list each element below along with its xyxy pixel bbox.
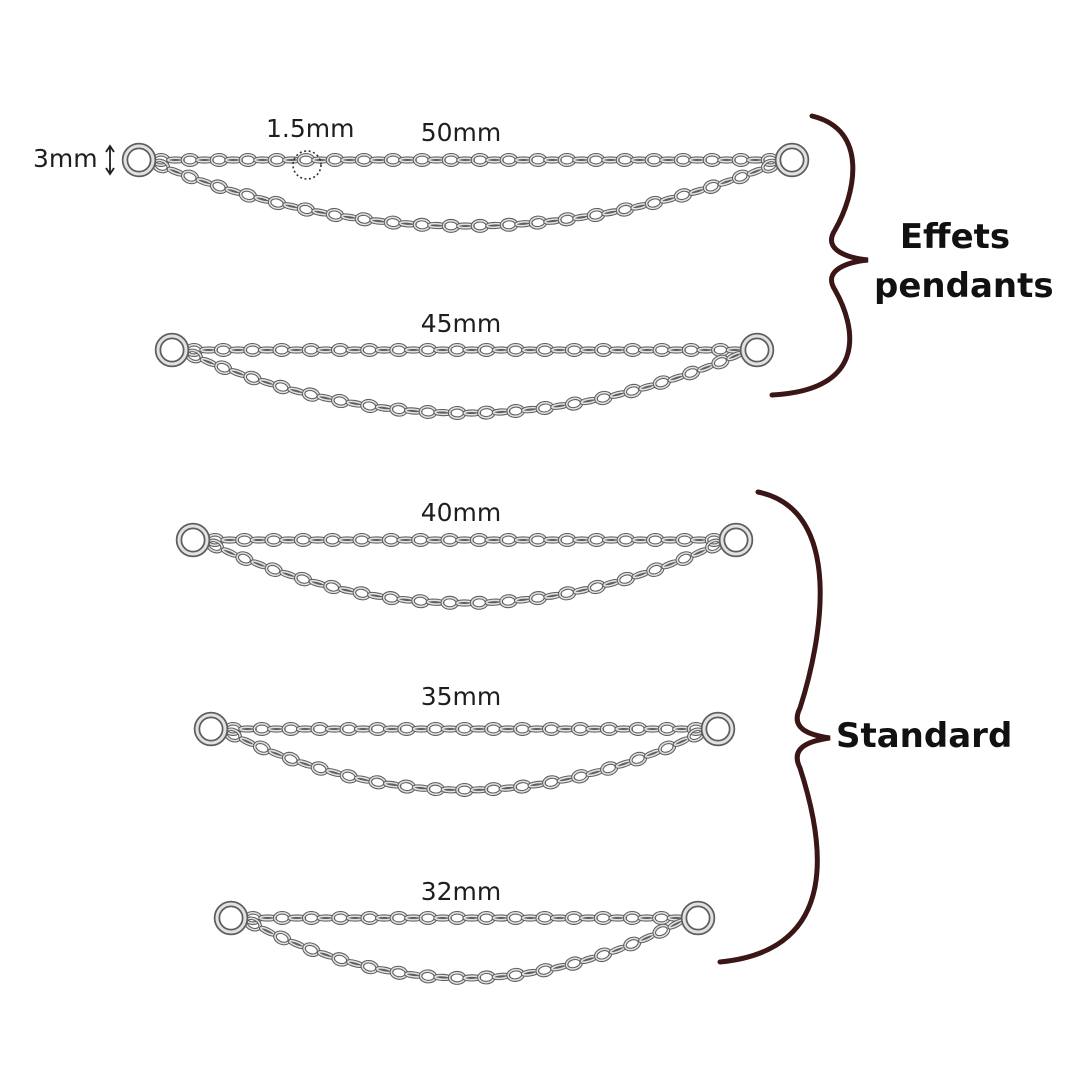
chain-40 — [175, 522, 754, 610]
brace-effets-pendants-icon — [769, 113, 869, 398]
group-label-line: pendants — [874, 266, 1054, 307]
end-ring-right-highlight — [741, 334, 773, 366]
chain-35 — [193, 711, 736, 797]
chain-45 — [154, 332, 775, 421]
end-ring-left-highlight — [215, 902, 247, 934]
link-size-label: 1.5mm — [266, 114, 355, 143]
end-ring-right-highlight — [682, 902, 714, 934]
chain-50 — [121, 142, 810, 233]
group-label-line: Standard — [836, 716, 1013, 756]
end-ring-left-highlight — [156, 334, 188, 366]
end-ring-right-highlight — [776, 144, 808, 176]
thickness-arrow-icon — [105, 144, 115, 176]
link-size-marker-icon — [292, 150, 322, 180]
end-ring-left-highlight — [177, 524, 209, 556]
chain-35-length: 35mm — [420, 682, 502, 711]
group-label-standard: Standard — [836, 712, 1013, 761]
thickness-label: 3mm — [33, 144, 98, 173]
chain-32-length: 32mm — [420, 877, 502, 906]
chain-40-length: 40mm — [420, 498, 502, 527]
chain-50-length: 50mm — [420, 118, 502, 147]
end-ring-right-highlight — [720, 524, 752, 556]
chain-32 — [213, 900, 716, 985]
brace-standard-icon — [717, 489, 831, 965]
chain-45-length: 45mm — [420, 309, 502, 338]
end-ring-right-highlight — [702, 713, 734, 745]
group-label-line: Effets — [899, 217, 1011, 257]
group-label-effets-pendants: Effets pendants — [874, 213, 1054, 312]
end-ring-left-highlight — [123, 144, 155, 176]
end-ring-left-highlight — [195, 713, 227, 745]
